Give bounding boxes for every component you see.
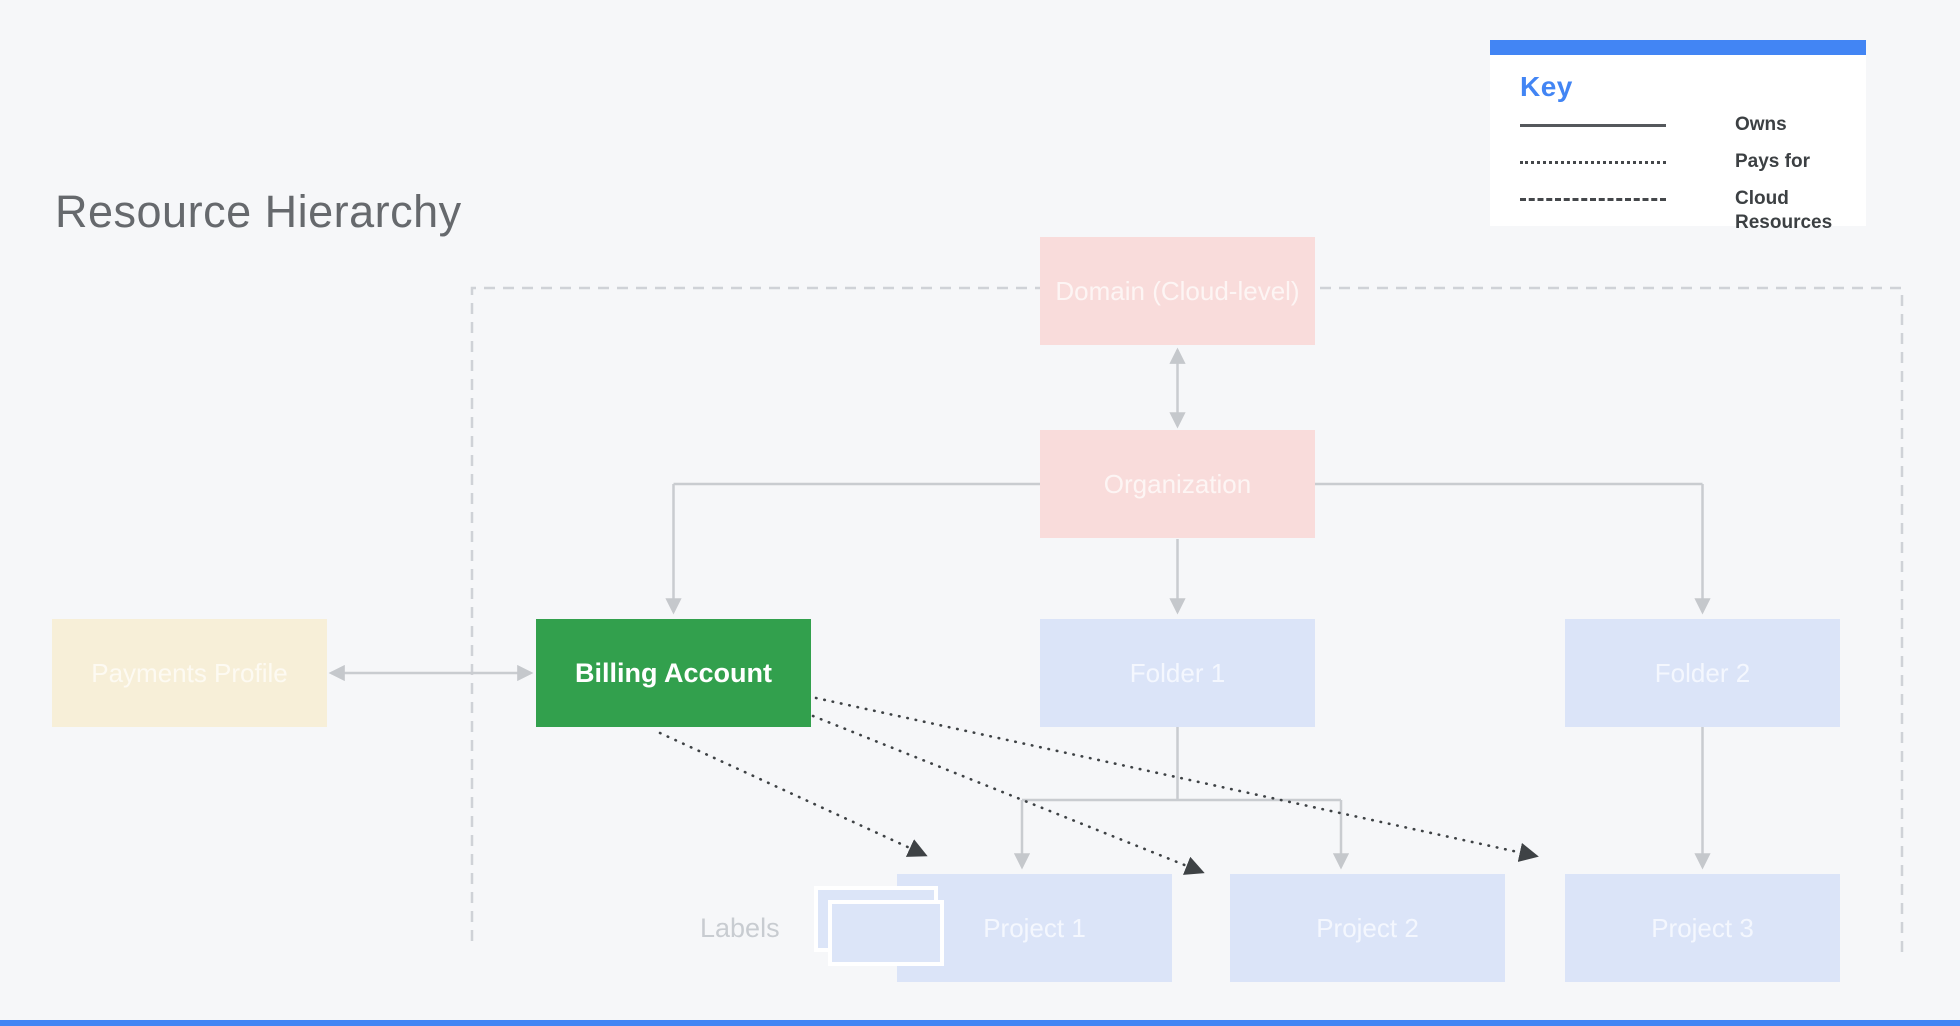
legend-label-pays-for: Pays for bbox=[1735, 151, 1810, 172]
node-organization: Organization bbox=[1040, 430, 1315, 538]
node-project-3-label: Project 3 bbox=[1651, 912, 1754, 943]
node-folder-1: Folder 1 bbox=[1040, 619, 1315, 727]
labels-caption: Labels bbox=[700, 913, 780, 943]
labels-stack-icon-front bbox=[828, 900, 944, 966]
legend-row-owns: Owns bbox=[1520, 113, 1866, 137]
legend-row-pays-for: Pays for bbox=[1520, 150, 1866, 174]
node-billing-account-label: Billing Account bbox=[575, 657, 772, 688]
node-organization-label: Organization bbox=[1103, 468, 1252, 499]
footer-accent-bar bbox=[0, 1020, 1960, 1026]
dotted-line-sample bbox=[1520, 161, 1666, 164]
solid-line-sample bbox=[1520, 124, 1666, 127]
node-billing-account: Billing Account bbox=[536, 619, 811, 727]
node-payments-profile-label: Payments Profile bbox=[91, 657, 288, 688]
legend-body: Key Owns Pays for Cloud Resources bbox=[1490, 55, 1866, 233]
node-project-1-label: Project 1 bbox=[983, 912, 1086, 943]
node-domain-label: Domain (Cloud-level) bbox=[1055, 275, 1300, 306]
legend-row-cloud-resources: Cloud Resources bbox=[1520, 187, 1866, 235]
legend-label-owns: Owns bbox=[1735, 114, 1787, 135]
edge-billing-pays-project2 bbox=[811, 714, 1205, 875]
legend-label-cloud-resources: Cloud Resources bbox=[1735, 188, 1833, 233]
node-payments-profile: Payments Profile bbox=[52, 619, 327, 727]
edge-billing-pays-project1 bbox=[658, 731, 928, 857]
legend-title: Key bbox=[1520, 71, 1573, 102]
dashed-line-sample bbox=[1520, 198, 1666, 201]
node-folder-2-label: Folder 2 bbox=[1654, 657, 1751, 688]
legend: Key Owns Pays for Cloud Resources bbox=[1490, 40, 1866, 233]
legend-accent-bar bbox=[1490, 40, 1866, 55]
node-domain: Domain (Cloud-level) bbox=[1040, 237, 1315, 345]
node-project-2-label: Project 2 bbox=[1316, 912, 1419, 943]
node-folder-1-label: Folder 1 bbox=[1129, 657, 1226, 688]
node-project-2: Project 2 bbox=[1230, 874, 1505, 982]
node-project-3: Project 3 bbox=[1565, 874, 1840, 982]
node-folder-2: Folder 2 bbox=[1565, 619, 1840, 727]
page-title: Resource Hierarchy bbox=[55, 186, 462, 237]
